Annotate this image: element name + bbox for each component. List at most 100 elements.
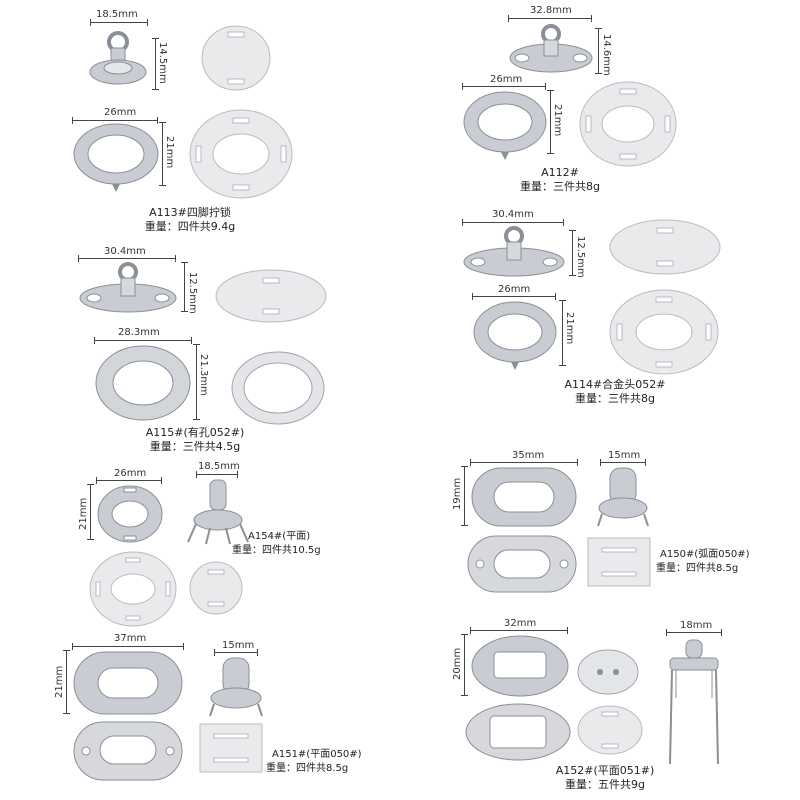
product-a152: 32mm 20mm 18mm A152#(平面051#) 重量：五件共9g [400,610,800,800]
dim-line [470,459,578,466]
dim-line [72,643,184,650]
backing-plate-image [577,649,639,695]
backing-plate-image [189,109,293,199]
dim-line [472,293,556,300]
dim-height-label: 19mm [452,477,463,510]
turn-lock-top-image [509,24,593,73]
dim-width-label: 18.5mm [198,461,240,472]
product-a115: 30.4mm 12.5mm 28.3mm 21.3mm A115#(有孔052#… [0,240,400,460]
oval-ring-image [465,703,571,761]
dim-line [196,471,238,478]
dim-height-label: 21mm [564,312,575,345]
dim-height-label: 21mm [164,136,175,169]
dim-width-label: 15mm [608,450,641,461]
oval-ring-image [473,301,557,370]
dim-height-label: 21mm [54,665,65,698]
product-a150: 35mm 19mm 15mm A150#(弧面050#) 重量：四件共8.5g [400,440,800,610]
dim-height-label: 21mm [552,104,563,137]
caption: A150#(弧面050#) 重量：四件共8.5g [656,548,766,576]
washer-ring-image [231,351,325,425]
dim-line [462,83,546,90]
turn-lock-top-image [79,262,177,313]
dim-width-label: 28.3mm [118,327,160,338]
dim-line [193,344,200,420]
caption: A113#四脚拧锁 重量：四件共9.4g [130,206,250,234]
turn-lock-top-image [89,31,147,85]
product-weight: 重量：四件共8.5g [656,563,739,574]
dim-line [214,649,258,656]
dim-line [181,262,188,312]
oval-ring-image [471,467,577,527]
dim-line [152,38,159,90]
dim-line [547,90,554,154]
dim-line [90,19,148,26]
dim-line [78,255,176,262]
dim-line [569,230,576,276]
product-a113: 18.5mm 14.5mm 26mm 21mm A113#四脚拧锁 重量：四件共… [0,0,400,240]
dim-line [72,117,158,124]
turn-lock-knob-image [209,657,263,717]
dim-line [595,28,602,74]
dim-width-label: 15mm [222,640,255,651]
backing-plate-image [579,81,677,167]
oval-ring-image [73,123,159,192]
product-weight: 重量：三件共4.5g [149,440,241,453]
product-a151: 37mm 21mm 15mm A151#(平面050#) 重量：四件共8.5g [0,630,400,800]
dim-height-label: 14.5mm [157,42,168,84]
dim-width-label: 37mm [114,633,147,644]
product-weight: 重量：五件共9g [565,778,645,791]
product-a154: 26mm 21mm 18.5mm A154#(平面) 重量：四件共10.5g [0,460,400,630]
product-weight: 重量：三件共8g [575,392,655,405]
dim-width-label: 26mm [498,284,531,295]
dim-height-label: 21.3mm [198,354,209,396]
product-code: A115#(有孔052#) [145,426,245,439]
backing-plate-image [89,551,177,627]
oval-ring-image [471,635,569,697]
dim-width-label: 26mm [490,74,523,85]
caption: A152#(平面051#) 重量：五件共9g [540,764,670,792]
dim-width-label: 18mm [680,620,713,631]
product-code: A154#(平面) [248,531,311,542]
dim-height-label: 12.5mm [575,236,586,278]
backing-plate-image [587,537,651,587]
dim-height-label: 14.6mm [601,34,612,76]
backing-plate-image [609,289,719,375]
caption: A112# 重量：三件共8g [500,166,620,194]
product-a114: 30.4mm 12.5mm 26mm 21mm A114#合金头052# 重量：… [400,200,800,420]
dim-line [96,477,162,484]
dim-height-label: 20mm [452,647,463,680]
dim-width-label: 32.8mm [530,5,572,16]
product-weight: 重量：四件共9.4g [144,220,236,233]
dim-width-label: 30.4mm [104,246,146,257]
dim-width-label: 32mm [504,618,537,629]
dim-width-label: 26mm [114,468,147,479]
product-code: A152#(平面051#) [555,764,655,777]
product-code: A151#(平面050#) [272,749,362,760]
dim-width-label: 30.4mm [492,209,534,220]
oval-ring-image [95,345,191,421]
backing-plate-image [609,219,721,275]
product-weight: 重量：四件共10.5g [232,545,321,556]
backing-plate-image [189,561,243,615]
backing-plate-image [201,25,271,91]
backing-plate-image [215,269,327,323]
caption: A154#(平面) 重量：四件共10.5g [232,530,332,558]
turn-lock-bracket-image [669,639,719,765]
dim-width-label: 35mm [512,450,545,461]
product-code: A150#(弧面050#) [660,549,750,560]
product-code: A114#合金头052# [564,378,666,391]
turn-lock-knob-image [187,479,249,545]
dim-height-label: 12.5mm [187,272,198,314]
oval-ring-image [73,651,183,715]
dim-line [508,15,592,22]
dim-line [63,650,70,714]
caption: A151#(平面050#) 重量：四件共8.5g [266,748,376,776]
dim-width-label: 26mm [104,107,137,118]
oval-ring-image [97,485,163,543]
caption: A114#合金头052# 重量：三件共8g [550,378,680,406]
backing-plate-image [199,723,263,773]
product-weight: 重量：四件共8.5g [266,763,349,774]
dim-line [461,634,468,696]
turn-lock-top-image [463,226,565,277]
oval-ring-image [73,721,183,781]
